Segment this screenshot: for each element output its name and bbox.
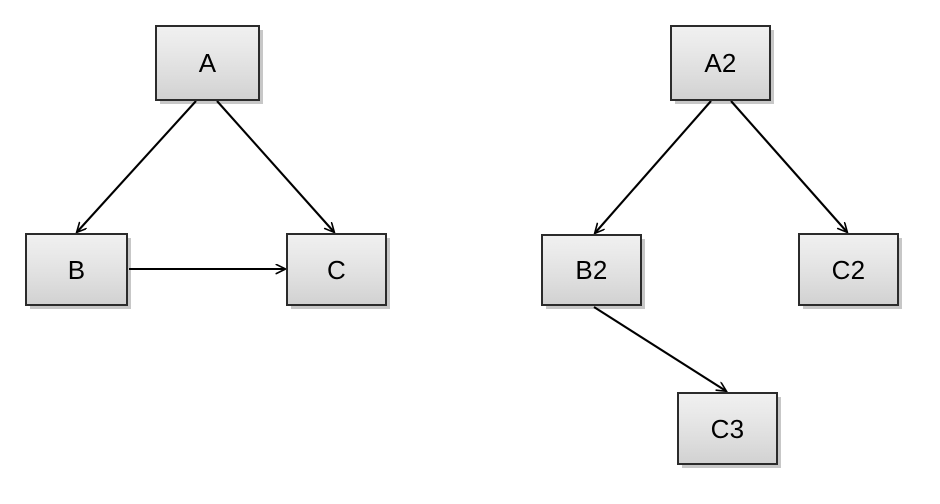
node-c[interactable]: C [286, 233, 387, 306]
node-c2-label: C2 [831, 254, 866, 285]
edge-a-to-c [216, 100, 334, 232]
node-c3-label: C3 [710, 413, 745, 444]
edge-a2-to-b2 [595, 100, 712, 233]
node-a2-label: A2 [704, 48, 737, 78]
node-a2[interactable]: A2 [670, 25, 771, 101]
node-b2-label: B2 [575, 255, 608, 285]
edge-a-to-b [77, 100, 197, 232]
node-b[interactable]: B [25, 233, 128, 306]
edge-a2-to-c2 [730, 100, 847, 232]
node-c-label: C [327, 254, 346, 285]
node-b2[interactable]: B2 [541, 234, 642, 306]
node-a[interactable]: A [155, 25, 260, 101]
edge-b2-to-c3 [593, 306, 726, 391]
node-c2[interactable]: C2 [798, 233, 899, 306]
node-a-label: A [198, 48, 217, 78]
node-b-label: B [67, 254, 86, 285]
node-c3[interactable]: C3 [677, 392, 778, 465]
